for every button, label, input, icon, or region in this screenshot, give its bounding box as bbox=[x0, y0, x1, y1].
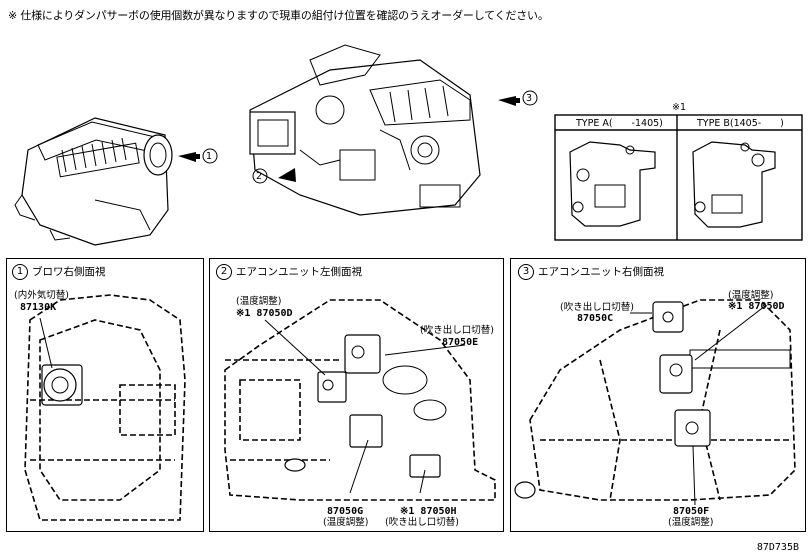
panel-3-label-1-name: (吹き出し口切替) bbox=[560, 302, 634, 313]
panel-2-label-1-part: 87050E bbox=[442, 337, 479, 348]
view-arrow-2 bbox=[278, 168, 296, 182]
diagram-code: 87D735B bbox=[756, 542, 799, 553]
panel-2-label-0-name: (温度調整) bbox=[236, 296, 282, 307]
panel-1-label-part: 87130K bbox=[20, 302, 57, 313]
panel-1-frame bbox=[6, 258, 204, 532]
servo-type-b-drawing bbox=[692, 141, 776, 228]
panel-2-drawing bbox=[224, 299, 496, 501]
panel-1-drawing bbox=[24, 294, 186, 521]
type-a-label: TYPE A( -1405) bbox=[576, 118, 663, 129]
arrow-label-3: 3 bbox=[526, 93, 533, 104]
panel-2-label-3-name: (吹き出し口切替) bbox=[385, 517, 459, 528]
arrow-label-1: 1 bbox=[206, 151, 213, 162]
panel-2-label-3-part: ※1 87050H bbox=[400, 506, 457, 517]
servo-type-a-drawing bbox=[569, 141, 656, 227]
blower-unit-drawing bbox=[14, 117, 173, 246]
panel-2-label-1-name: (吹き出し口切替) bbox=[420, 325, 494, 336]
type-table-mark: ※1 bbox=[672, 102, 687, 113]
panel-3-label-2-name: (温度調整) bbox=[668, 517, 714, 528]
panel-3-label-2-part: 87050F bbox=[673, 506, 710, 517]
panel-3-label-1-part: 87050C bbox=[577, 313, 614, 324]
view-arrow-1 bbox=[178, 152, 196, 162]
view-arrow-3 bbox=[498, 96, 516, 106]
order-note: ※ 仕様によりダンパサーボの使用個数が異なりますので現車の組付け位置を確認のうえ… bbox=[8, 9, 549, 22]
panel-2-label-0-part: ※1 87050D bbox=[236, 308, 293, 319]
panel-3-label-0-part: ※1 87050D bbox=[728, 301, 785, 312]
panel-3-drawing bbox=[514, 299, 796, 506]
ac-unit-drawing bbox=[249, 44, 481, 216]
panel-3-frame bbox=[510, 258, 806, 532]
panel-3-label-0-name: (温度調整) bbox=[728, 290, 774, 301]
panel-1-label-name: (内外気切替) bbox=[14, 290, 69, 301]
panel-2-label-2-name: (温度調整) bbox=[323, 517, 369, 528]
arrow-label-2: 2 bbox=[256, 171, 263, 182]
type-b-label: TYPE B(1405- ) bbox=[697, 118, 784, 129]
panel-2-frame bbox=[209, 258, 504, 532]
panel-2-label-2-part: 87050G bbox=[327, 506, 364, 517]
